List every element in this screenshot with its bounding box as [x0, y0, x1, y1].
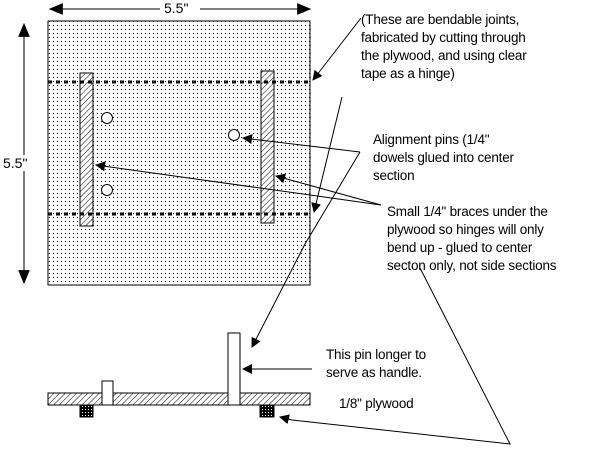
left-brace	[79, 72, 94, 227]
braces-callout-line: plywood so hinges will only	[387, 222, 544, 237]
handle-callout-line: serve as handle.	[326, 365, 422, 380]
width-dimension-label: 5.5"	[162, 0, 191, 16]
short-pin	[101, 380, 114, 406]
pins-callout-line: Alignment pins (1/4"	[373, 132, 490, 147]
side-view	[47, 332, 311, 418]
braces-callout-line: bend up - glued to center	[387, 240, 533, 255]
hinge-callout-line: tape as a hinge)	[361, 66, 455, 81]
hinge-leaders	[311, 17, 362, 213]
braces-callout-line: Small 1/4" braces under the	[387, 204, 548, 219]
pin-leaders	[242, 134, 361, 348]
handle-pin	[227, 332, 241, 406]
alignment-pin	[101, 184, 113, 196]
top-view	[47, 20, 311, 286]
height-dimension-label: 5.5"	[1, 155, 30, 171]
alignment-pin	[101, 112, 113, 124]
pins-callout-line: dowels glued into center	[373, 150, 514, 165]
hinge-callout-line: fabricated by cutting through	[361, 30, 526, 45]
plywood-cross-section	[47, 392, 311, 406]
alignment-pin	[228, 129, 240, 141]
braces-callout-line: secton only, not side sections	[387, 258, 557, 273]
hinge-callout-line: the plywood, and using clear	[361, 48, 527, 63]
hinge-callout-line: (These are bendable joints,	[361, 12, 520, 27]
brace-leaders	[95, 161, 511, 445]
brace-block-left	[79, 404, 94, 418]
handle-callout-line: This pin longer to	[326, 347, 426, 362]
brace-block-right	[259, 404, 275, 418]
material-label: 1/8" plywood	[339, 396, 414, 411]
pins-callout-line: section	[373, 168, 415, 183]
right-brace	[260, 70, 275, 224]
